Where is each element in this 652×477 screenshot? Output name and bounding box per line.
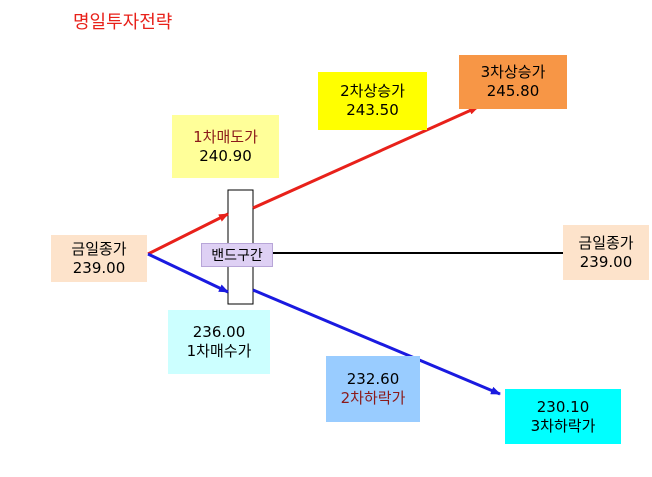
rise2-box: 2차상승가 243.50: [318, 72, 427, 130]
buy1-box: 236.00 1차매수가: [168, 310, 270, 374]
today-close-left-box: 금일종가 239.00: [51, 235, 147, 282]
today-close-right-value: 239.00: [579, 252, 633, 271]
buy1-label: 1차매수가: [186, 342, 252, 360]
fall2-box: 232.60 2차하락가: [326, 356, 420, 422]
buy1-value: 236.00: [192, 323, 246, 341]
today-close-right-box: 금일종가 239.00: [563, 225, 649, 280]
arrow-down-short: [147, 252, 229, 294]
fall3-box: 230.10 3차하락가: [505, 389, 621, 444]
sell1-value: 240.90: [199, 146, 252, 165]
arrow-up-long: [252, 105, 479, 210]
band-label: 밴드구간: [201, 243, 273, 267]
sell1-label: 1차매도가: [193, 127, 258, 146]
today-close-right-label: 금일종가: [578, 233, 634, 252]
today-close-left-label: 금일종가: [71, 239, 127, 258]
page-title: 명일투자전략: [73, 12, 173, 33]
sell1-box: 1차매도가 240.90: [172, 115, 279, 178]
rise2-label: 2차상승가: [340, 82, 405, 100]
rise2-value: 243.50: [346, 101, 399, 119]
fall2-value: 232.60: [346, 370, 400, 388]
arrow-up-short: [147, 212, 229, 256]
rise3-value: 245.80: [486, 82, 540, 100]
rise3-box: 3차상승가 245.80: [459, 55, 567, 109]
rise3-label: 3차상승가: [480, 63, 546, 81]
arrow-down-long: [252, 288, 501, 396]
fall3-label: 3차하락가: [530, 416, 596, 435]
fall3-value: 230.10: [536, 397, 590, 416]
today-close-left-value: 239.00: [72, 258, 126, 277]
fall2-label: 2차하락가: [340, 389, 406, 407]
